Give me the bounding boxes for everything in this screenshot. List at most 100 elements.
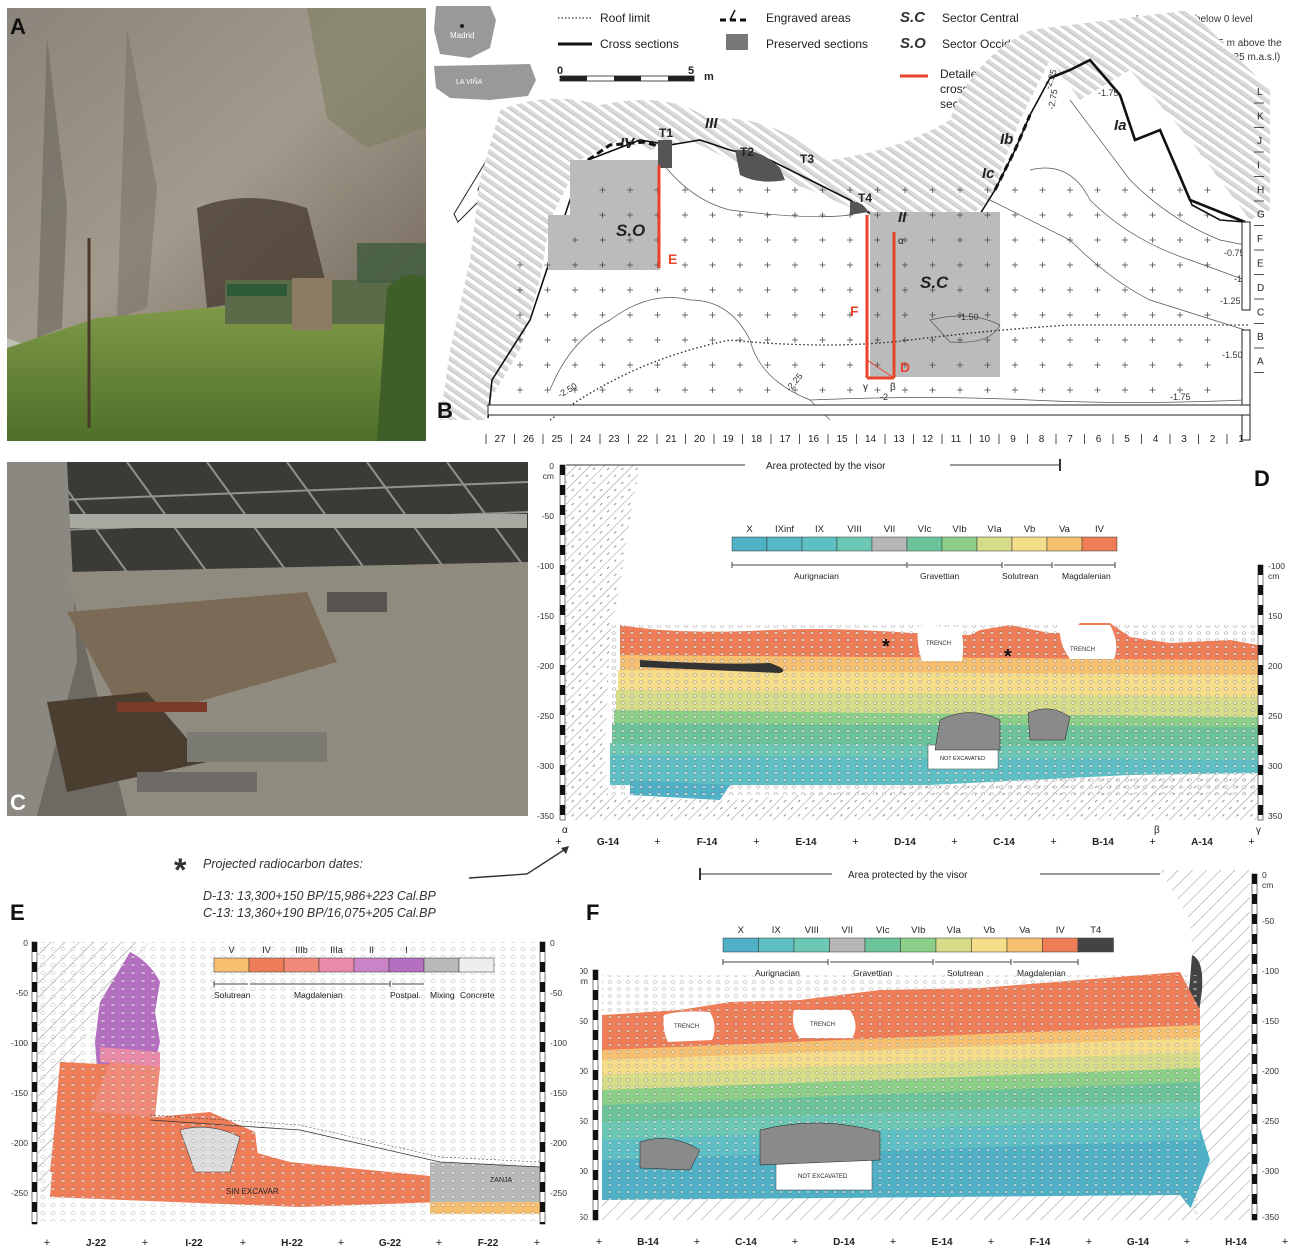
svg-text:-1.75: -1.75 xyxy=(1098,88,1119,98)
grid-cross xyxy=(709,262,716,268)
grid-cross xyxy=(572,287,578,293)
plan-col-label: 26 xyxy=(523,434,535,445)
grid-cross xyxy=(1149,337,1156,343)
grid-cross xyxy=(709,187,716,193)
grid-cross xyxy=(929,387,936,393)
grid-square-label: B-14 xyxy=(637,1237,659,1248)
grid-cross xyxy=(572,312,578,318)
plan-col-label: 12 xyxy=(922,434,934,445)
depth-segment xyxy=(1258,745,1263,755)
panel-label-c: C xyxy=(10,790,26,815)
svg-text:Ib: Ib xyxy=(1000,131,1013,148)
plan-col-label: 7 xyxy=(1067,434,1073,445)
depth-segment xyxy=(540,1182,545,1192)
svg-text:Engraved areas: Engraved areas xyxy=(766,11,851,25)
depth-segment xyxy=(560,725,565,735)
legend-f-swatch xyxy=(900,937,937,953)
grid-plus: + xyxy=(753,836,759,848)
svg-text:-0.75: -0.75 xyxy=(1224,248,1245,258)
depth-segment xyxy=(540,962,545,972)
grid-cross xyxy=(1094,387,1101,393)
plan-col-label: 8 xyxy=(1039,434,1045,445)
legend-cultures-d: Aurignacian Gravettian Solutrean Magdale… xyxy=(731,562,1116,581)
grid-cross xyxy=(957,262,963,268)
legend-d-level: IX xyxy=(815,524,825,535)
svg-text:*: * xyxy=(882,636,890,658)
legend-d-level: VII xyxy=(884,524,896,535)
grid-cross xyxy=(1149,187,1156,193)
plan-col-label: 18 xyxy=(751,434,763,445)
svg-text:α: α xyxy=(898,236,904,247)
photo-cliff xyxy=(7,8,426,441)
dates-star: * xyxy=(174,852,187,888)
legend-d-level: VIII xyxy=(847,524,861,535)
plan-row-label: G xyxy=(1257,210,1265,221)
depth-segment xyxy=(593,1110,598,1120)
depth-segment xyxy=(560,565,565,575)
grid-cross xyxy=(572,337,578,343)
depth-segment xyxy=(32,1082,37,1092)
depth-label: -100 xyxy=(537,561,554,571)
depth-label: cm xyxy=(1268,571,1279,581)
site-plan: Madrid LA VIÑA Roof limit Cross sections… xyxy=(434,6,1282,445)
grid-cross xyxy=(1149,262,1156,268)
depth-segment xyxy=(1252,974,1257,984)
plan-col-label: 19 xyxy=(722,434,734,445)
legend-d-swatch xyxy=(801,536,838,552)
grid-cross xyxy=(737,262,743,268)
legend-f-level: IX xyxy=(772,925,782,936)
depth-segment xyxy=(1252,994,1257,1004)
legend-f-level: Vb xyxy=(983,925,995,936)
grid-cross xyxy=(737,187,743,193)
section-f-label: F xyxy=(850,303,859,319)
svg-text:Ic: Ic xyxy=(982,165,995,182)
depth-segment xyxy=(593,1090,598,1100)
legend-f-swatch xyxy=(935,937,972,953)
grid-cross xyxy=(1204,312,1211,318)
plan-col-label: 15 xyxy=(836,434,848,445)
grid-plus: + xyxy=(240,1237,246,1249)
plan-col-label: 17 xyxy=(779,434,791,445)
grid-cross xyxy=(847,387,853,393)
grid-square-label: B-14 xyxy=(1092,837,1114,848)
plan-col-label: 27 xyxy=(494,434,506,445)
depth-segment xyxy=(32,1122,37,1132)
grid-cross xyxy=(599,287,606,293)
grid-cross xyxy=(792,187,798,193)
grid-cross xyxy=(1039,287,1046,293)
depth-label: -350 xyxy=(1262,1212,1279,1222)
depth-segment xyxy=(560,645,565,655)
depth-segment xyxy=(1258,625,1263,635)
depth-segment xyxy=(1252,1214,1257,1220)
depth-segment xyxy=(593,1190,598,1200)
grid-cross xyxy=(1094,337,1101,343)
grid-cross xyxy=(572,387,578,393)
depth-segment xyxy=(1258,565,1263,575)
legend-f-swatch xyxy=(829,937,866,953)
depth-segment xyxy=(540,1162,545,1172)
grid-cross xyxy=(1039,387,1046,393)
legend-d-swatch xyxy=(906,536,943,552)
grid-cross xyxy=(957,362,963,368)
grid-plus: + xyxy=(852,836,858,848)
svg-text:Magdalenian: Magdalenian xyxy=(294,990,343,1000)
grid-cross xyxy=(902,187,908,193)
grid-cross xyxy=(709,237,716,243)
grid-cross xyxy=(1204,362,1211,368)
depth-label: -250 xyxy=(1262,1116,1279,1126)
grid-cross xyxy=(819,237,826,243)
depth-segment xyxy=(560,785,565,795)
grid-square-label: F-14 xyxy=(1030,1237,1051,1248)
map-la-vina: LA VIÑA xyxy=(456,77,483,86)
grid-cross xyxy=(929,287,936,293)
grid-square-label: G-14 xyxy=(597,837,620,848)
grid-cross xyxy=(709,287,716,293)
plan-col-label: 10 xyxy=(979,434,991,445)
svg-text:Solutrean: Solutrean xyxy=(1002,571,1039,581)
grid-cross xyxy=(1094,237,1101,243)
grid-cross xyxy=(1177,387,1183,393)
grid-cross xyxy=(792,312,798,318)
grid-cross xyxy=(847,287,853,293)
svg-text:-2.50: -2.50 xyxy=(556,381,579,400)
grid-cross xyxy=(984,187,991,193)
